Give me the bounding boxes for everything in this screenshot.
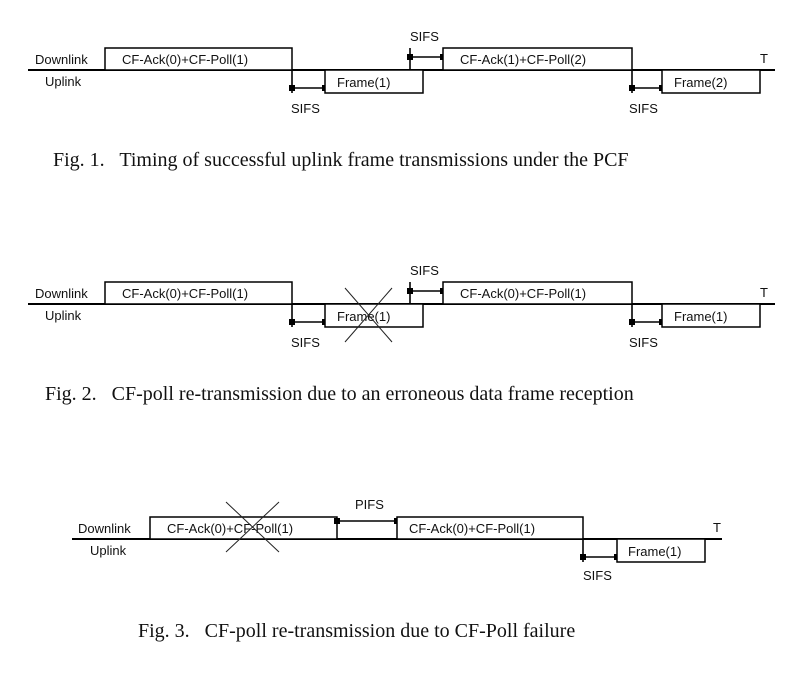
figure-1: Downlink Uplink T CF-Ack(0)+CF-Poll(1) S… xyxy=(28,29,775,171)
uplink-label: Uplink xyxy=(90,543,127,558)
uplink-frame-label: Frame(1) xyxy=(337,309,390,324)
figure-2: Downlink Uplink T CF-Ack(0)+CF-Poll(1) S… xyxy=(28,263,775,405)
figure-caption: Fig. 1. Timing of successful uplink fram… xyxy=(53,149,629,171)
sifs-label: SIFS xyxy=(583,568,612,583)
downlink-frame xyxy=(104,281,293,305)
downlink-frame-label: CF-Ack(0)+CF-Poll(1) xyxy=(122,52,248,67)
time-label: T xyxy=(713,520,721,535)
uplink-label: Uplink xyxy=(45,308,82,323)
uplink-frame-label: Frame(1) xyxy=(337,75,390,90)
downlink-label: Downlink xyxy=(35,52,88,67)
sifs-label: SIFS xyxy=(629,101,658,116)
downlink-frame-label: CF-Ack(0)+CF-Poll(1) xyxy=(122,286,248,301)
sifs-label: SIFS xyxy=(291,335,320,350)
uplink-label: Uplink xyxy=(45,74,82,89)
uplink-frame xyxy=(616,538,706,563)
downlink-frame-label: CF-Ack(0)+CF-Poll(1) xyxy=(409,521,535,536)
downlink-frame xyxy=(104,47,293,71)
downlink-frame-label: CF-Ack(0)+CF-Poll(1) xyxy=(167,521,293,536)
uplink-frame-label: Frame(1) xyxy=(628,544,681,559)
error-cross-icon xyxy=(344,287,393,343)
downlink-frame xyxy=(396,516,584,540)
downlink-frame xyxy=(442,47,633,71)
sifs-label: SIFS xyxy=(291,101,320,116)
figure-caption: Fig. 2. CF-poll re-transmission due to a… xyxy=(45,383,634,405)
downlink-label: Downlink xyxy=(78,521,131,536)
uplink-frame xyxy=(324,69,424,94)
uplink-frame xyxy=(661,69,761,94)
time-label: T xyxy=(760,285,768,300)
pifs-label: PIFS xyxy=(355,497,384,512)
figure-caption: Fig. 3. CF-poll re-transmission due to C… xyxy=(138,620,575,642)
uplink-frame-label: Frame(2) xyxy=(674,75,727,90)
sifs-label: SIFS xyxy=(410,29,439,44)
sifs-label: SIFS xyxy=(629,335,658,350)
downlink-label: Downlink xyxy=(35,286,88,301)
downlink-frame-failed xyxy=(149,516,338,540)
downlink-frame xyxy=(442,281,633,305)
figure-3: Downlink Uplink T CF-Ack(0)+CF-Poll(1) P… xyxy=(72,497,722,642)
uplink-frame-erroneous xyxy=(324,303,424,328)
error-cross-icon xyxy=(225,501,280,553)
sifs-label: SIFS xyxy=(410,263,439,278)
uplink-frame xyxy=(661,303,761,328)
downlink-frame-label: CF-Ack(1)+CF-Poll(2) xyxy=(460,52,586,67)
uplink-frame-label: Frame(1) xyxy=(674,309,727,324)
time-label: T xyxy=(760,51,768,66)
downlink-frame-label: CF-Ack(0)+CF-Poll(1) xyxy=(460,286,586,301)
